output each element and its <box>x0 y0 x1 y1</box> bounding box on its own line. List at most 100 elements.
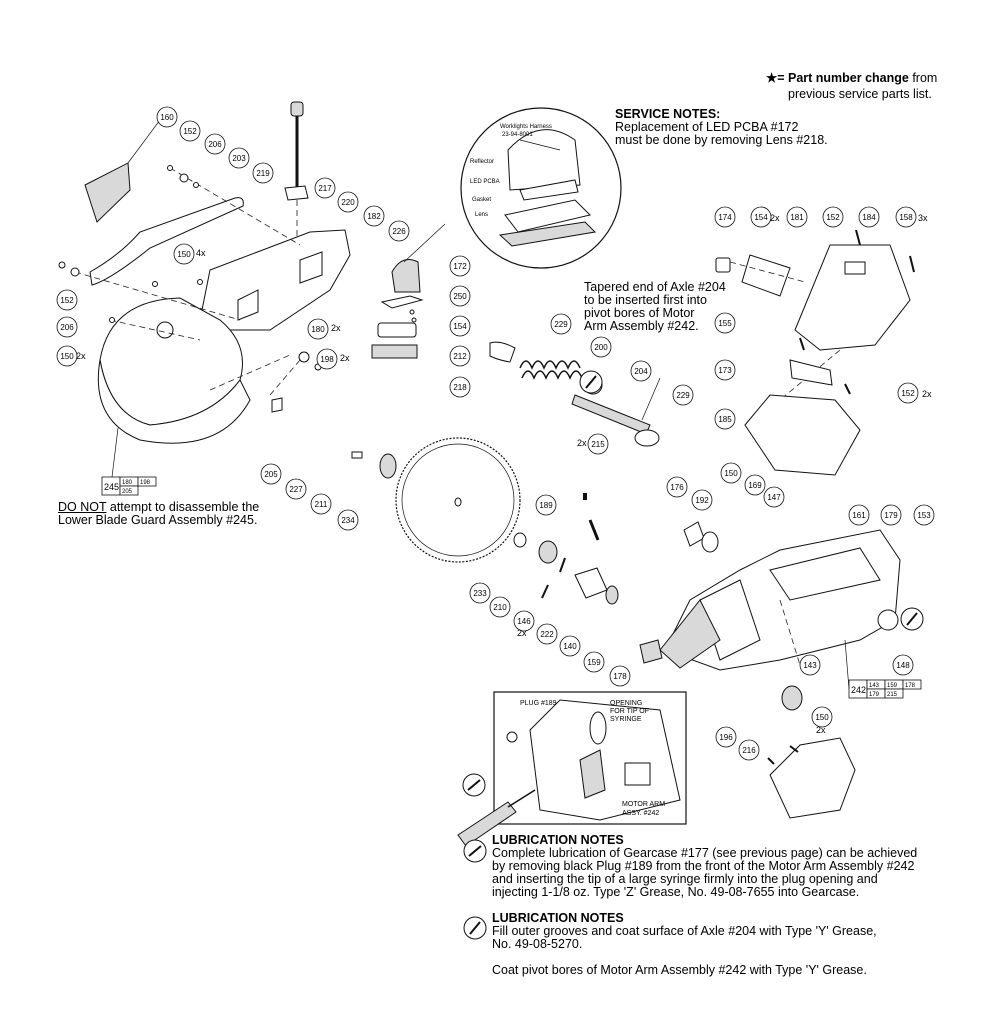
axle-204 <box>571 394 651 435</box>
callout-circle <box>307 318 329 340</box>
callout-label: 143 <box>803 661 817 670</box>
lube2-line-3: Coat pivot bores of Motor Arm Assembly #… <box>492 963 867 977</box>
callout-circle <box>260 463 282 485</box>
callout-label: 204 <box>634 367 648 376</box>
switch-174 <box>715 257 731 273</box>
callout-circle <box>714 408 736 430</box>
service-notes-heading: SERVICE NOTES: <box>615 107 721 121</box>
callout-circle <box>672 384 694 406</box>
callout-label: 172 <box>453 262 467 271</box>
callout-circle <box>252 162 274 184</box>
knob-196 <box>781 685 803 711</box>
inset-motor-2: ASSY. #242 <box>622 810 659 817</box>
spring-200 <box>519 360 581 370</box>
callout-c155: 155 <box>714 312 736 334</box>
callout-circle <box>880 504 902 526</box>
callout-circle <box>587 433 609 455</box>
callouts: 1601522062032192172201822261722501542122… <box>56 106 935 761</box>
cover-216 <box>769 737 856 819</box>
callout-label: 155 <box>718 319 732 328</box>
led-pcba-172 <box>380 295 424 309</box>
callout-label: 152 <box>901 389 915 398</box>
callout-label: 185 <box>718 415 732 424</box>
callout-c153: 153 <box>913 504 935 526</box>
lube2-line-2: No. 49-08-5270. <box>492 937 583 951</box>
bearing-140 <box>605 585 619 605</box>
lube1-line-4: injecting 1-1/8 oz. Type 'Z' Grease, No.… <box>492 885 860 899</box>
callout-circle <box>897 382 919 404</box>
lube1-heading: LUBRICATION NOTES <box>492 833 624 847</box>
callout-label: 150 <box>815 713 829 722</box>
callout-circle <box>449 345 471 367</box>
callout-circle <box>56 345 78 367</box>
callout-c146: 146 <box>513 610 535 632</box>
qty-198: 2x <box>340 353 350 363</box>
legend-bold: = Part number change <box>777 71 909 85</box>
callout-label: 176 <box>670 483 684 492</box>
callout-c152b: 152 <box>56 289 78 311</box>
callout-circle <box>715 726 737 748</box>
callout-c180: 180 <box>307 318 329 340</box>
callout-label: 169 <box>748 481 762 490</box>
flange-210 <box>538 540 558 564</box>
callout-label: 152 <box>183 127 197 136</box>
callout-circle <box>720 462 742 484</box>
callout-label: 203 <box>232 154 246 163</box>
callout-label: 215 <box>591 440 605 449</box>
callout-c233: 233 <box>469 582 491 604</box>
callout-circle <box>714 359 736 381</box>
qty-158: 3x <box>918 213 928 223</box>
callout-circle <box>750 206 772 228</box>
callout-c250: 250 <box>449 285 471 307</box>
callout-c178: 178 <box>609 665 631 687</box>
callout-label: 182 <box>367 212 381 221</box>
callout-circle <box>314 177 336 199</box>
callout-label: 152 <box>826 213 840 222</box>
callout-label: 220 <box>341 198 355 207</box>
cap-192 <box>701 531 719 553</box>
lube2-line-1: Fill outer grooves and coat surface of A… <box>492 924 877 938</box>
guard-box-top-2: 198 <box>140 480 151 486</box>
callout-c158: 158 <box>895 206 917 228</box>
callout-c234: 234 <box>337 509 359 531</box>
axle-note-line-4: Arm Assembly #242. <box>584 319 699 333</box>
inset-opening-1: OPENING <box>610 700 642 707</box>
callout-c192: 192 <box>691 489 713 511</box>
callout-c200: 200 <box>590 336 612 358</box>
guard-note-line-2: Lower Blade Guard Assembly #245. <box>58 513 258 527</box>
callout-circle <box>630 360 652 382</box>
callout-label: 206 <box>208 140 222 149</box>
inset-opening-3: SYRINGE <box>610 716 642 723</box>
callout-label: 200 <box>594 343 608 352</box>
callout-label: 212 <box>453 352 467 361</box>
callout-circle <box>666 476 688 498</box>
callout-label: 153 <box>917 511 931 520</box>
callout-circle <box>895 206 917 228</box>
callout-circle <box>691 489 713 511</box>
callout-label: 184 <box>862 213 876 222</box>
callout-c182: 182 <box>363 205 385 227</box>
callout-label: 150 <box>60 352 74 361</box>
callout-c159: 159 <box>583 651 605 673</box>
callout-c181: 181 <box>786 206 808 228</box>
callout-c150b: 150 <box>56 345 78 367</box>
guard-box-top-1: 180 <box>122 480 133 486</box>
callout-circle <box>513 610 535 632</box>
callout-label: 159 <box>587 658 601 667</box>
handle-184 <box>794 244 911 351</box>
callout-c143: 143 <box>799 654 821 676</box>
callout-c216: 216 <box>738 739 760 761</box>
service-notes-line-1: Replacement of LED PCBA #172 <box>615 120 799 134</box>
callout-label: 189 <box>539 501 553 510</box>
callout-c174: 174 <box>714 206 736 228</box>
callout-c154a: 154 <box>449 315 471 337</box>
callout-label: 140 <box>563 642 577 651</box>
callout-c185: 185 <box>714 408 736 430</box>
callout-circle <box>590 336 612 358</box>
nut-220 <box>284 185 309 201</box>
arm-box-bottom-2: 215 <box>887 692 898 698</box>
callout-circle <box>848 504 870 526</box>
callout-label: 179 <box>884 511 898 520</box>
inset-reflector: Reflector <box>470 159 494 165</box>
